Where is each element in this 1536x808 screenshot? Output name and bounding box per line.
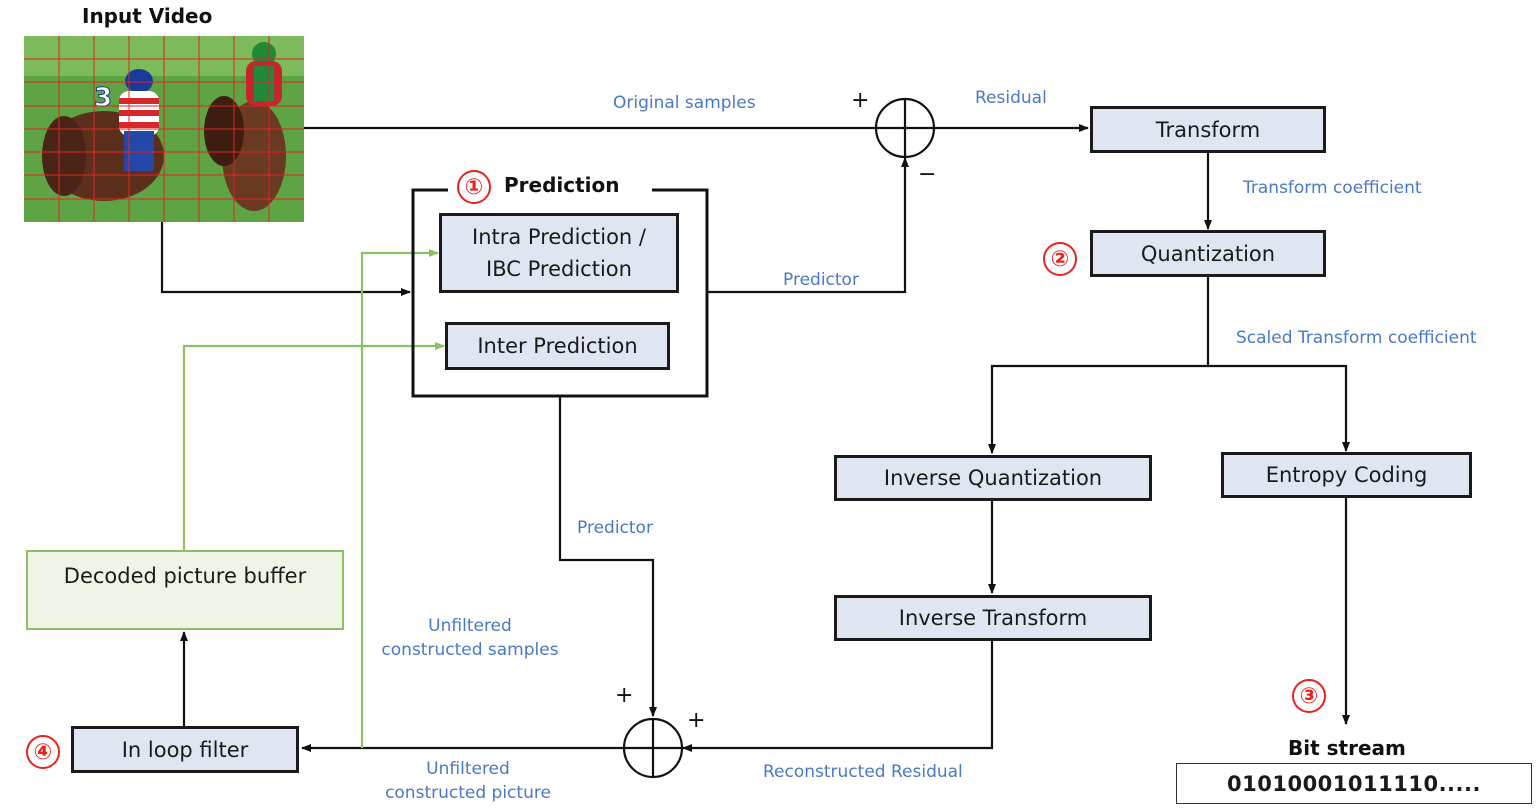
decoded-picture-buffer-block[interactable]: Decoded picture buffer — [26, 550, 344, 630]
predictor-top-label: Predictor — [783, 270, 859, 290]
top-sum-minus-sign: − — [918, 162, 937, 187]
prediction-frame — [411, 188, 709, 398]
unfiltered-constructed-samples-line2: constructed samples — [381, 640, 559, 660]
unfiltered-constructed-samples-label: Unfiltered constructed samples — [380, 614, 560, 662]
bitstream-value-box: 01010001011110..... — [1176, 763, 1532, 804]
unfiltered-constructed-picture-line1: Unfiltered — [426, 759, 510, 779]
decoded-picture-buffer-label: Decoded picture buffer — [63, 564, 307, 588]
horse-race-image: 3 — [24, 36, 304, 222]
quantization-block[interactable]: Quantization — [1090, 230, 1326, 277]
step-2-marker: ② — [1043, 242, 1077, 276]
bottom-sum-plus-right-sign: + — [687, 708, 706, 733]
bitstream-value: 01010001011110..... — [1227, 771, 1481, 796]
in-loop-filter-label: In loop filter — [121, 737, 249, 762]
wire-predictor-to-bottom-sum — [558, 396, 657, 717]
intra-ibc-prediction-label: Intra Prediction / IBC Prediction — [472, 225, 646, 281]
wire-to-inverse-quant — [988, 364, 1208, 454]
wire-to-entropy — [1208, 364, 1350, 452]
quantization-label: Quantization — [1140, 241, 1276, 266]
bottom-sum-plus-left-sign: + — [615, 683, 634, 708]
unfiltered-constructed-picture-line2: constructed picture — [385, 783, 551, 803]
wire-dpb-to-inter — [182, 342, 445, 551]
step-4-marker: ④ — [26, 735, 60, 769]
prediction-title: Prediction — [504, 173, 620, 197]
unfiltered-constructed-picture-label: Unfiltered constructed picture — [380, 757, 556, 805]
entropy-coding-label: Entropy Coding — [1265, 463, 1428, 487]
reconstructed-residual-label: Reconstructed Residual — [763, 762, 963, 782]
unfiltered-constructed-samples-line1: Unfiltered — [428, 616, 512, 636]
scaled-transform-coefficient-label: Scaled Transform coefficient — [1236, 328, 1477, 348]
inter-prediction-label: Inter Prediction — [477, 334, 638, 358]
step-1-marker: ① — [457, 170, 491, 204]
transform-label: Transform — [1155, 117, 1261, 142]
svg-text:3: 3 — [94, 83, 112, 113]
inverse-transform-block[interactable]: Inverse Transform — [834, 595, 1152, 641]
wire-video-to-prediction — [160, 222, 411, 296]
entropy-coding-block[interactable]: Entropy Coding — [1221, 452, 1472, 498]
input-video-title: Input Video — [82, 4, 213, 28]
wire-predictor-to-sum — [707, 157, 909, 294]
wire-feedback-to-intra — [360, 249, 439, 748]
input-video-thumbnail: 3 — [24, 36, 304, 222]
predictor-bottom-label: Predictor — [577, 518, 653, 538]
original-samples-label: Original samples — [613, 93, 756, 113]
wire-reconstructed-residual — [682, 640, 994, 752]
transform-block[interactable]: Transform — [1090, 106, 1326, 153]
residual-label: Residual — [975, 88, 1047, 108]
in-loop-filter-block[interactable]: In loop filter — [71, 726, 299, 773]
inverse-quantization-label: Inverse Quantization — [883, 466, 1103, 490]
bitstream-title: Bit stream — [1288, 736, 1406, 760]
top-sum-plus-sign: + — [851, 88, 870, 113]
inverse-transform-label: Inverse Transform — [898, 606, 1088, 630]
intra-ibc-prediction-block[interactable]: Intra Prediction / IBC Prediction — [439, 213, 679, 293]
transform-coefficient-label: Transform coefficient — [1243, 178, 1422, 198]
inverse-quantization-block[interactable]: Inverse Quantization — [834, 455, 1152, 501]
step-3-marker: ③ — [1292, 679, 1326, 713]
inter-prediction-block[interactable]: Inter Prediction — [445, 322, 670, 370]
